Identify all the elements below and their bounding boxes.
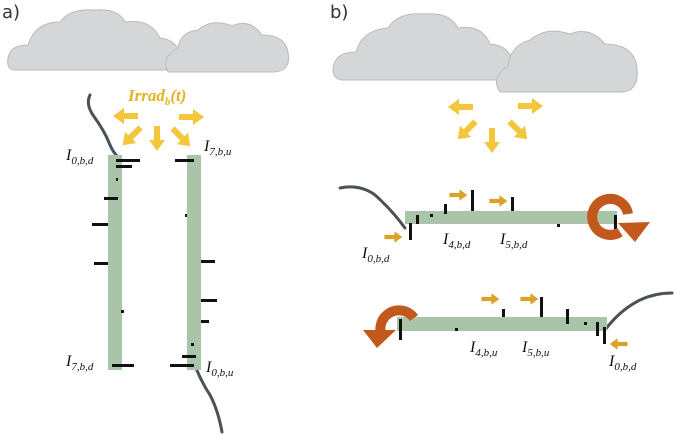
arrow-icon [449, 189, 468, 201]
tick [121, 310, 124, 313]
arrow-icon [166, 122, 196, 152]
arrow-icon [113, 108, 138, 124]
cloud-icon [7, 9, 290, 73]
cable-bottom-a [191, 358, 224, 434]
label-i0bu-a: I0,b,u [205, 359, 234, 379]
tick [94, 262, 108, 265]
arrow-icon [489, 195, 508, 207]
arrow-icon [518, 98, 543, 114]
irradiance-sub: b [165, 96, 171, 108]
tick [170, 364, 194, 367]
label-i7bd-a: I7,b,d [65, 353, 94, 373]
tick [116, 178, 118, 181]
arrow-icon [384, 231, 403, 243]
tick-group-right [170, 159, 217, 367]
panel-b-label: b) [330, 2, 348, 23]
rotate-arrow-icon [363, 305, 419, 348]
rotate-arrow-icon [587, 193, 650, 242]
tick [201, 320, 209, 323]
irradiance-main: Irrad [127, 86, 165, 105]
label-i4bu-b: I4,b,u [469, 339, 498, 359]
arrow-icon [481, 293, 500, 305]
tick [540, 297, 543, 317]
arrow-icon [609, 338, 628, 350]
irradiance-suffix: (t) [170, 86, 186, 105]
label-i5bd-b: I5,b,d [499, 231, 528, 251]
tick [191, 343, 194, 346]
label-i0bd-b-bottom: I0,b,d [608, 353, 637, 373]
vertical-bar-right [187, 155, 201, 370]
tick [557, 224, 560, 227]
tick [511, 197, 514, 211]
tick [584, 322, 587, 325]
tick-group-top-bar [409, 190, 617, 240]
tick [455, 328, 458, 331]
tick [596, 322, 599, 336]
tick [399, 319, 402, 340]
arrow-icon [179, 109, 204, 125]
tick [185, 214, 187, 217]
tick [430, 214, 433, 217]
sun-arrow-group-a [113, 108, 204, 152]
tick [444, 204, 447, 214]
tick [175, 159, 194, 162]
irradiance-label: Irradb(t) [127, 86, 186, 108]
tick [201, 299, 217, 302]
tick [603, 327, 606, 344]
arrow-icon [503, 115, 533, 145]
tick [201, 260, 215, 263]
tick [471, 190, 474, 211]
tick [409, 223, 412, 240]
horizontal-bar-bottom [397, 317, 607, 331]
vertical-bar-left [108, 155, 122, 370]
label-i4bd-b: I4,b,d [442, 231, 471, 251]
tick [502, 309, 505, 317]
label-i5bu-b: I5,b,u [521, 339, 550, 359]
arrow-icon [520, 293, 539, 305]
tick [116, 159, 140, 162]
tick-group-left [92, 159, 140, 367]
tick [112, 364, 134, 367]
cable-top-b [338, 185, 407, 230]
label-i7bu-a: I7,b,u [203, 138, 232, 158]
label-i0bd-a: I0,b,d [65, 147, 94, 167]
tick-group-bottom-bar [399, 297, 606, 344]
tick [416, 215, 419, 224]
tick [182, 355, 196, 358]
tick [614, 215, 617, 235]
tick [116, 165, 132, 168]
sun-arrow-group-b [448, 98, 543, 153]
label-i0bd-b-top: I0,b,d [361, 245, 390, 265]
cable-bottom-b [603, 291, 674, 332]
tick [92, 223, 108, 226]
tick [104, 197, 118, 200]
panel-a-label: a) [2, 2, 20, 23]
arrow-icon [149, 126, 165, 151]
tick [566, 309, 569, 324]
cable-top-a [86, 93, 120, 159]
arrow-icon [452, 115, 482, 145]
horizontal-bar-top [405, 211, 617, 224]
cloud-icon [332, 13, 638, 93]
arrow-icon [448, 99, 473, 115]
arrow-icon [117, 121, 147, 151]
arrow-icon [484, 128, 500, 153]
